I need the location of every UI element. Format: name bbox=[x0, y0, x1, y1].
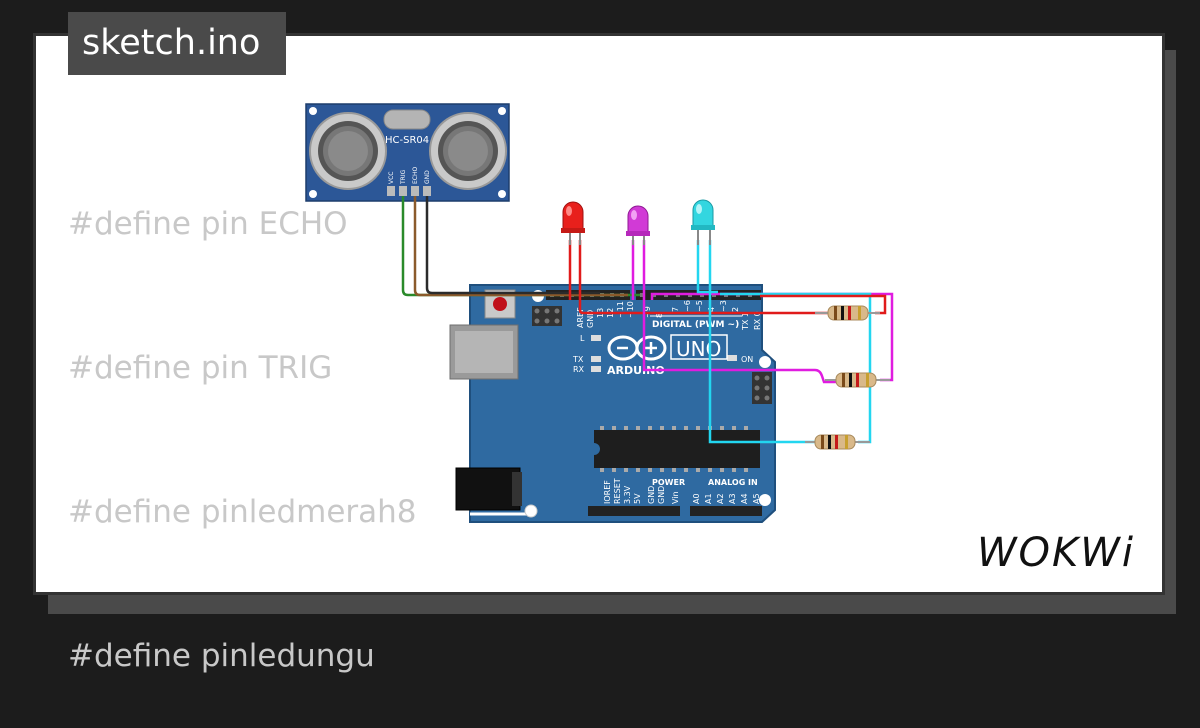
pin-label: 2 bbox=[731, 307, 740, 312]
analog-pin-labels: A0 A1 A2 A3 A4 A5 bbox=[692, 493, 761, 504]
uno-label: UNO bbox=[676, 337, 721, 361]
sensor-hole bbox=[309, 190, 317, 198]
arduino-uno-board[interactable]: AREF GND 13 12 ~11 ~10 ~9 8 7 ~6 ~5 4 ~3… bbox=[449, 284, 776, 523]
pin-label: 5V bbox=[633, 493, 642, 504]
cyan-led-wire-b bbox=[708, 240, 815, 444]
arduino-logo: ARDUINO bbox=[607, 335, 667, 377]
pin-label: 4 bbox=[707, 307, 716, 312]
pin-label: TRIG bbox=[400, 169, 407, 185]
ultrasonic-transducer-left bbox=[309, 112, 387, 190]
pin-label: GND bbox=[647, 486, 656, 504]
pin-label: ~3 bbox=[719, 300, 728, 312]
pin-label: A1 bbox=[704, 493, 713, 504]
led-rx-label: RX bbox=[573, 365, 585, 374]
resistor[interactable] bbox=[805, 434, 870, 450]
pin-label: ~10 bbox=[626, 301, 635, 318]
red-led-wire-b bbox=[578, 240, 830, 315]
pin-label: A0 bbox=[692, 493, 701, 504]
circuit-diagram: AREF GND 13 12 ~11 ~10 ~9 8 7 ~6 ~5 4 ~3… bbox=[305, 103, 894, 523]
code-line: #define pin ECHO bbox=[68, 206, 348, 242]
led-cyan[interactable] bbox=[691, 199, 715, 245]
sensor-pin-labels: VCC TRIG ECHO GND bbox=[388, 167, 431, 185]
sensor-model-label: HC-SR04 bbox=[385, 135, 429, 146]
pin-label: AREF bbox=[576, 307, 585, 328]
led-on bbox=[727, 355, 737, 361]
trig-wire bbox=[401, 196, 640, 297]
led-tx bbox=[591, 356, 601, 362]
power-label: POWER bbox=[652, 478, 685, 487]
pin-label: 7 bbox=[671, 307, 680, 312]
led-l bbox=[591, 335, 601, 341]
pin-label: RX 0 bbox=[753, 311, 762, 330]
reset-button[interactable] bbox=[493, 297, 507, 311]
resistor[interactable] bbox=[815, 305, 880, 321]
power-jack-edge bbox=[512, 472, 522, 506]
pin-label: A3 bbox=[728, 493, 737, 504]
code-line: #define pinledungu bbox=[68, 638, 375, 674]
ultrasonic-transducer-right bbox=[429, 112, 507, 190]
led-red[interactable] bbox=[561, 201, 585, 245]
sketch-file-tab[interactable]: sketch.ino bbox=[68, 12, 286, 75]
pin-label: 3.3V bbox=[623, 485, 632, 504]
pin-label: A4 bbox=[740, 493, 749, 504]
led-rx bbox=[591, 366, 601, 372]
wires bbox=[401, 196, 894, 516]
arduino-brand: ARDUINO bbox=[607, 364, 665, 377]
hc-sr04-sensor[interactable]: HC-SR04 VCC TRIG ECHO GND bbox=[305, 103, 510, 202]
pin-label: RESET bbox=[613, 478, 622, 504]
pin-label: VCC bbox=[388, 172, 395, 184]
cyan-led-wire-a bbox=[696, 240, 718, 294]
onboard-leds: L TX RX ON bbox=[572, 334, 753, 374]
icsp-header-right bbox=[752, 372, 772, 404]
sensor-hole bbox=[498, 107, 506, 115]
sensor-pins bbox=[387, 186, 431, 196]
pin-label: A2 bbox=[716, 493, 725, 504]
code-line: #define pin TRIG bbox=[68, 350, 333, 386]
sensor-hole bbox=[309, 107, 317, 115]
pin-label: GND bbox=[586, 310, 595, 328]
wokwi-logo-text: WOKWi bbox=[977, 530, 1135, 576]
magenta-led-wire-b bbox=[642, 240, 836, 384]
pin-label: Vin bbox=[671, 491, 680, 504]
led-magenta[interactable] bbox=[626, 205, 650, 245]
code-line: #define pinledmerah8 bbox=[68, 494, 417, 530]
power-pin-labels: IOREF RESET 3.3V 5V GND GND Vin bbox=[603, 478, 680, 504]
pin-label: A5 bbox=[752, 493, 761, 504]
pin-label: ~6 bbox=[683, 300, 692, 312]
atmega-chip bbox=[594, 426, 760, 472]
usb-port-inner bbox=[455, 331, 513, 373]
uno-label-box bbox=[670, 334, 728, 360]
pin-label: 8 bbox=[655, 313, 664, 318]
echo-wire bbox=[413, 196, 628, 297]
wokwi-logo: WOKWi bbox=[977, 530, 1135, 576]
led-l-label: L bbox=[580, 334, 585, 343]
pin-label: ~11 bbox=[616, 301, 625, 318]
sensor-hole bbox=[498, 190, 506, 198]
mounting-hole bbox=[759, 356, 771, 368]
pin-label: GND bbox=[424, 170, 431, 184]
resistor[interactable] bbox=[825, 372, 890, 388]
wire-junction bbox=[524, 504, 538, 518]
analog-header bbox=[690, 506, 762, 516]
pin-label: ECHO bbox=[412, 167, 419, 184]
power-jack bbox=[455, 467, 521, 511]
led-tx-label: TX bbox=[572, 355, 584, 364]
crystal-oscillator bbox=[383, 109, 431, 130]
led-on-label: ON bbox=[741, 355, 753, 364]
pin-label: TX 1 bbox=[741, 312, 750, 331]
pin-label: IOREF bbox=[603, 480, 612, 504]
analog-label: ANALOG IN bbox=[708, 478, 758, 487]
digital-label: DIGITAL (PWM ~) bbox=[652, 320, 739, 330]
power-header bbox=[588, 506, 680, 516]
pin-label: ~5 bbox=[695, 300, 704, 312]
gnd-wire bbox=[425, 196, 600, 295]
pin-label: GND bbox=[657, 486, 666, 504]
mounting-hole bbox=[759, 494, 771, 506]
icsp-header-top bbox=[532, 306, 562, 326]
